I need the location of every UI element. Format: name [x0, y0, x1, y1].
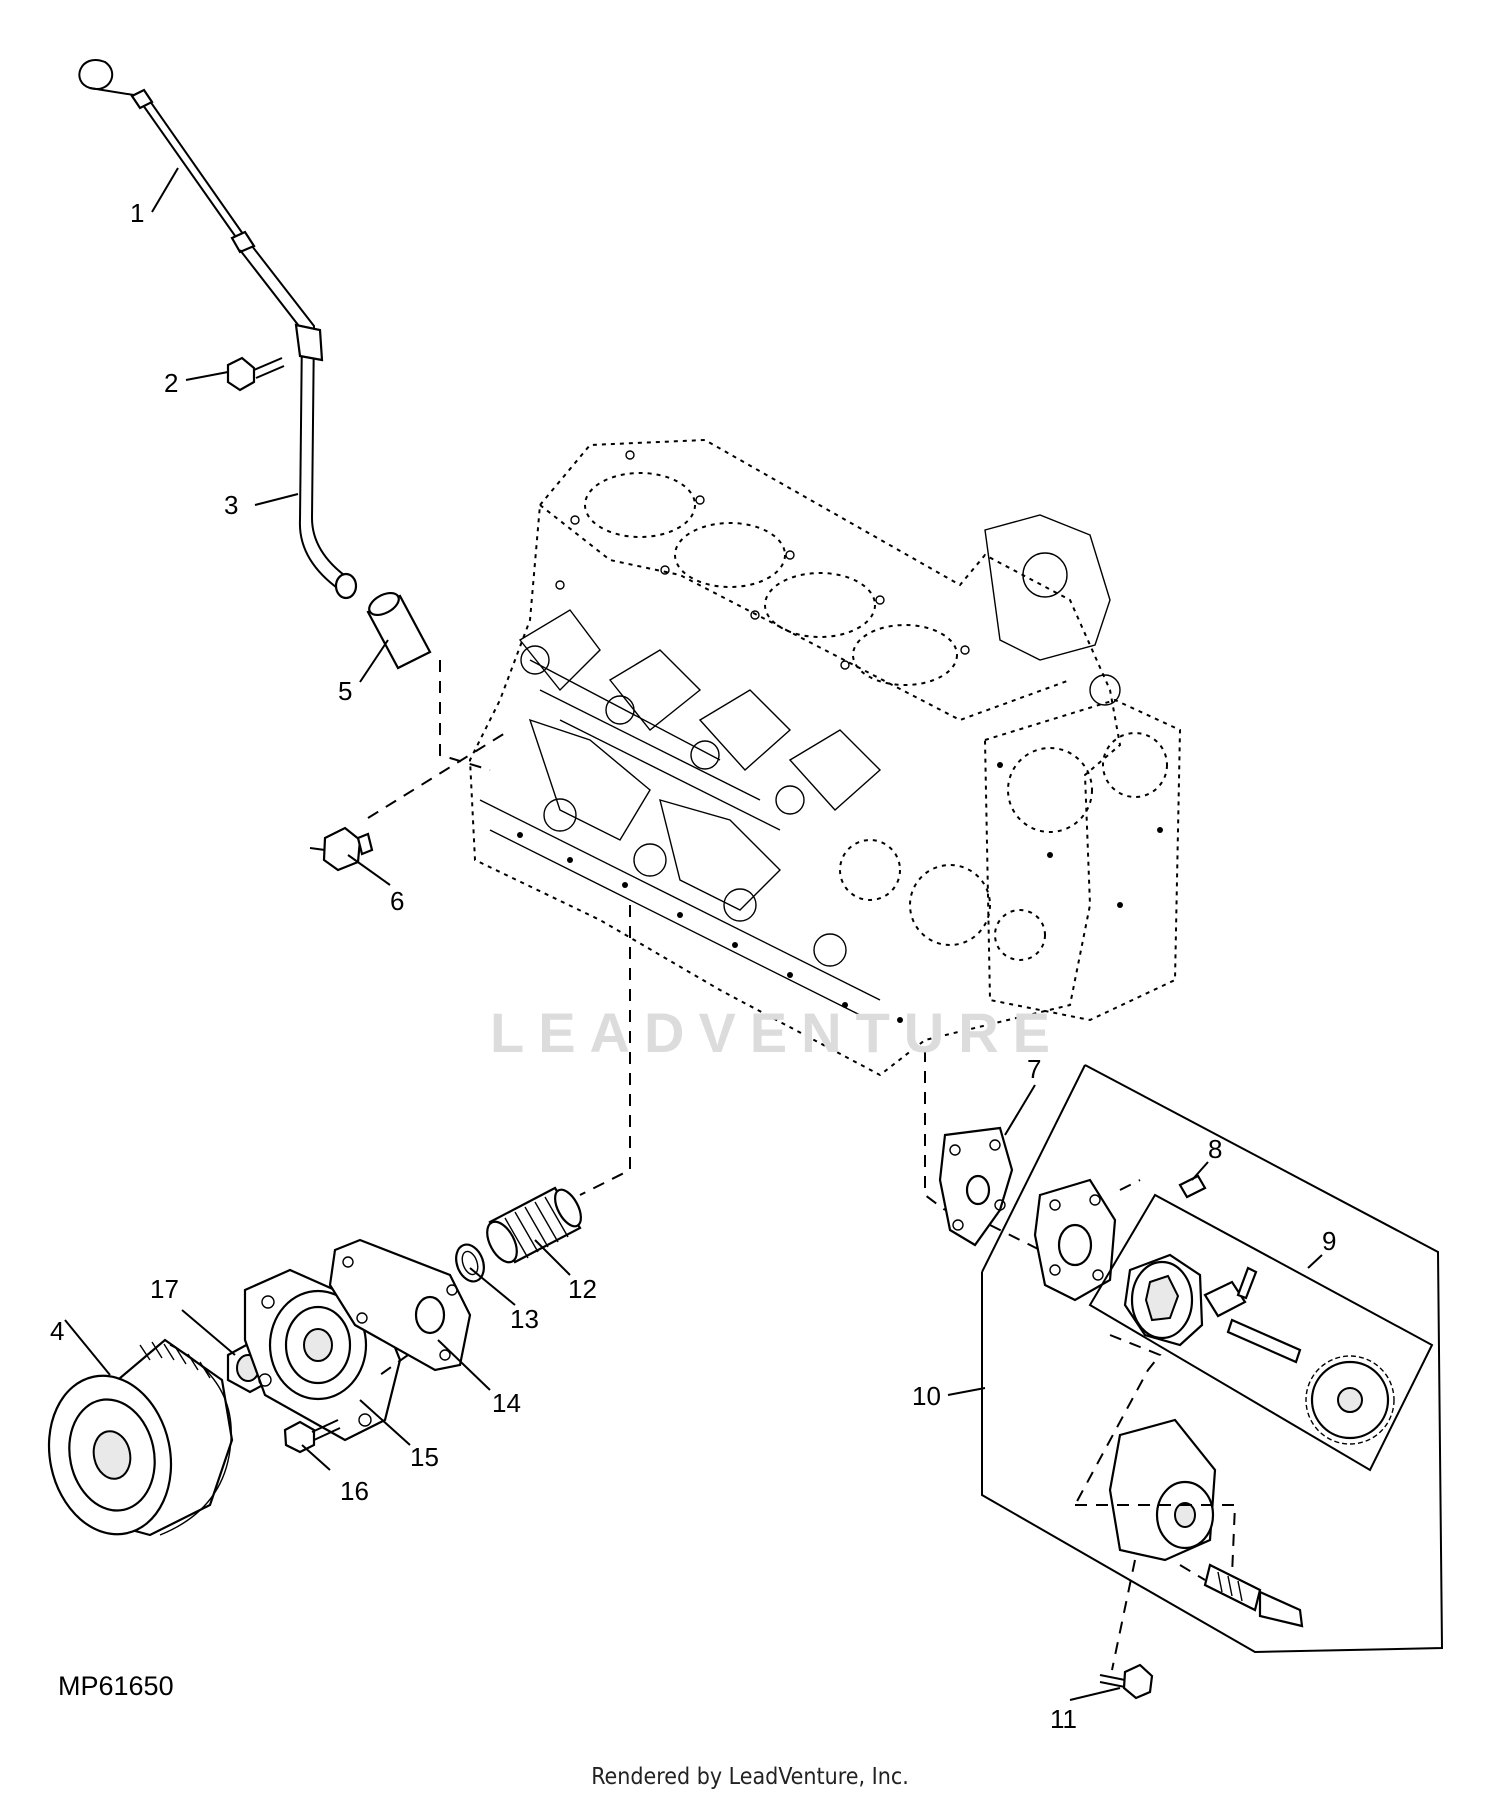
pump-assembly-bracket [981, 1064, 1444, 1654]
callout-4: 4 [50, 1316, 64, 1346]
bracket-bolt [226, 356, 285, 392]
adapter-bolt [283, 1419, 341, 1454]
callout-3: 3 [224, 490, 238, 520]
callout-15: 15 [410, 1442, 439, 1472]
filter-adapter [243, 1268, 402, 1442]
leader-lines [64, 167, 1323, 1701]
callout-labels: 1 2 3 4 5 6 7 8 9 10 11 12 13 14 15 16 1… [50, 198, 1336, 1734]
footer-credit: Rendered by LeadVenture, Inc. [591, 1764, 909, 1790]
oil-pressure-switch [309, 826, 374, 872]
dipstick [78, 59, 256, 254]
callout-9: 9 [1322, 1226, 1336, 1256]
dipstick-tube [239, 245, 358, 600]
pump-rotor-set [1123, 1253, 1395, 1445]
engine-block [468, 438, 1182, 1077]
callout-11: 11 [1050, 1704, 1077, 1734]
callout-12: 12 [568, 1274, 597, 1304]
pump-housing [1108, 1418, 1304, 1628]
pump-bolt [1099, 1663, 1154, 1700]
o-ring [455, 1243, 485, 1283]
callout-5: 5 [338, 676, 352, 706]
threaded-nipple [486, 1186, 582, 1264]
callout-7: 7 [1027, 1054, 1041, 1084]
figure-id: MP61650 [58, 1671, 174, 1701]
oil-filter [47, 1338, 234, 1537]
callout-2: 2 [164, 368, 178, 398]
callout-16: 16 [340, 1476, 369, 1506]
pump-cover-plate [1033, 1178, 1117, 1302]
callout-6: 6 [390, 886, 404, 916]
assembly-lines [367, 660, 1237, 1671]
tube-sleeve [366, 591, 432, 670]
callout-10: 10 [912, 1381, 941, 1411]
rotor-set-bracket [1088, 1193, 1434, 1472]
callout-13: 13 [510, 1304, 539, 1334]
pump-gasket [938, 1126, 1014, 1247]
callout-1: 1 [130, 198, 144, 228]
callout-14: 14 [492, 1388, 521, 1418]
callout-8: 8 [1208, 1134, 1222, 1164]
callout-17: 17 [150, 1274, 179, 1304]
adapter-gasket [328, 1238, 472, 1372]
